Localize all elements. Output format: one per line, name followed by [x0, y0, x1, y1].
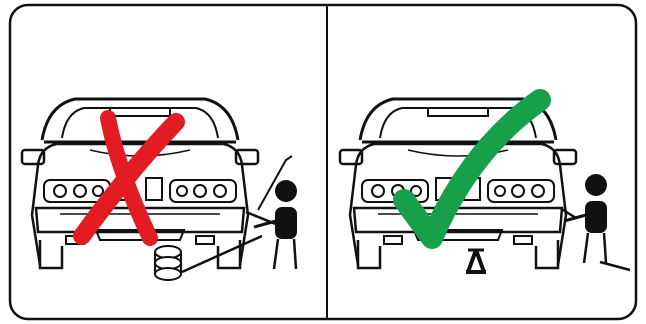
- stacked-tires-icon: [155, 246, 181, 280]
- outer-frame: [10, 5, 636, 319]
